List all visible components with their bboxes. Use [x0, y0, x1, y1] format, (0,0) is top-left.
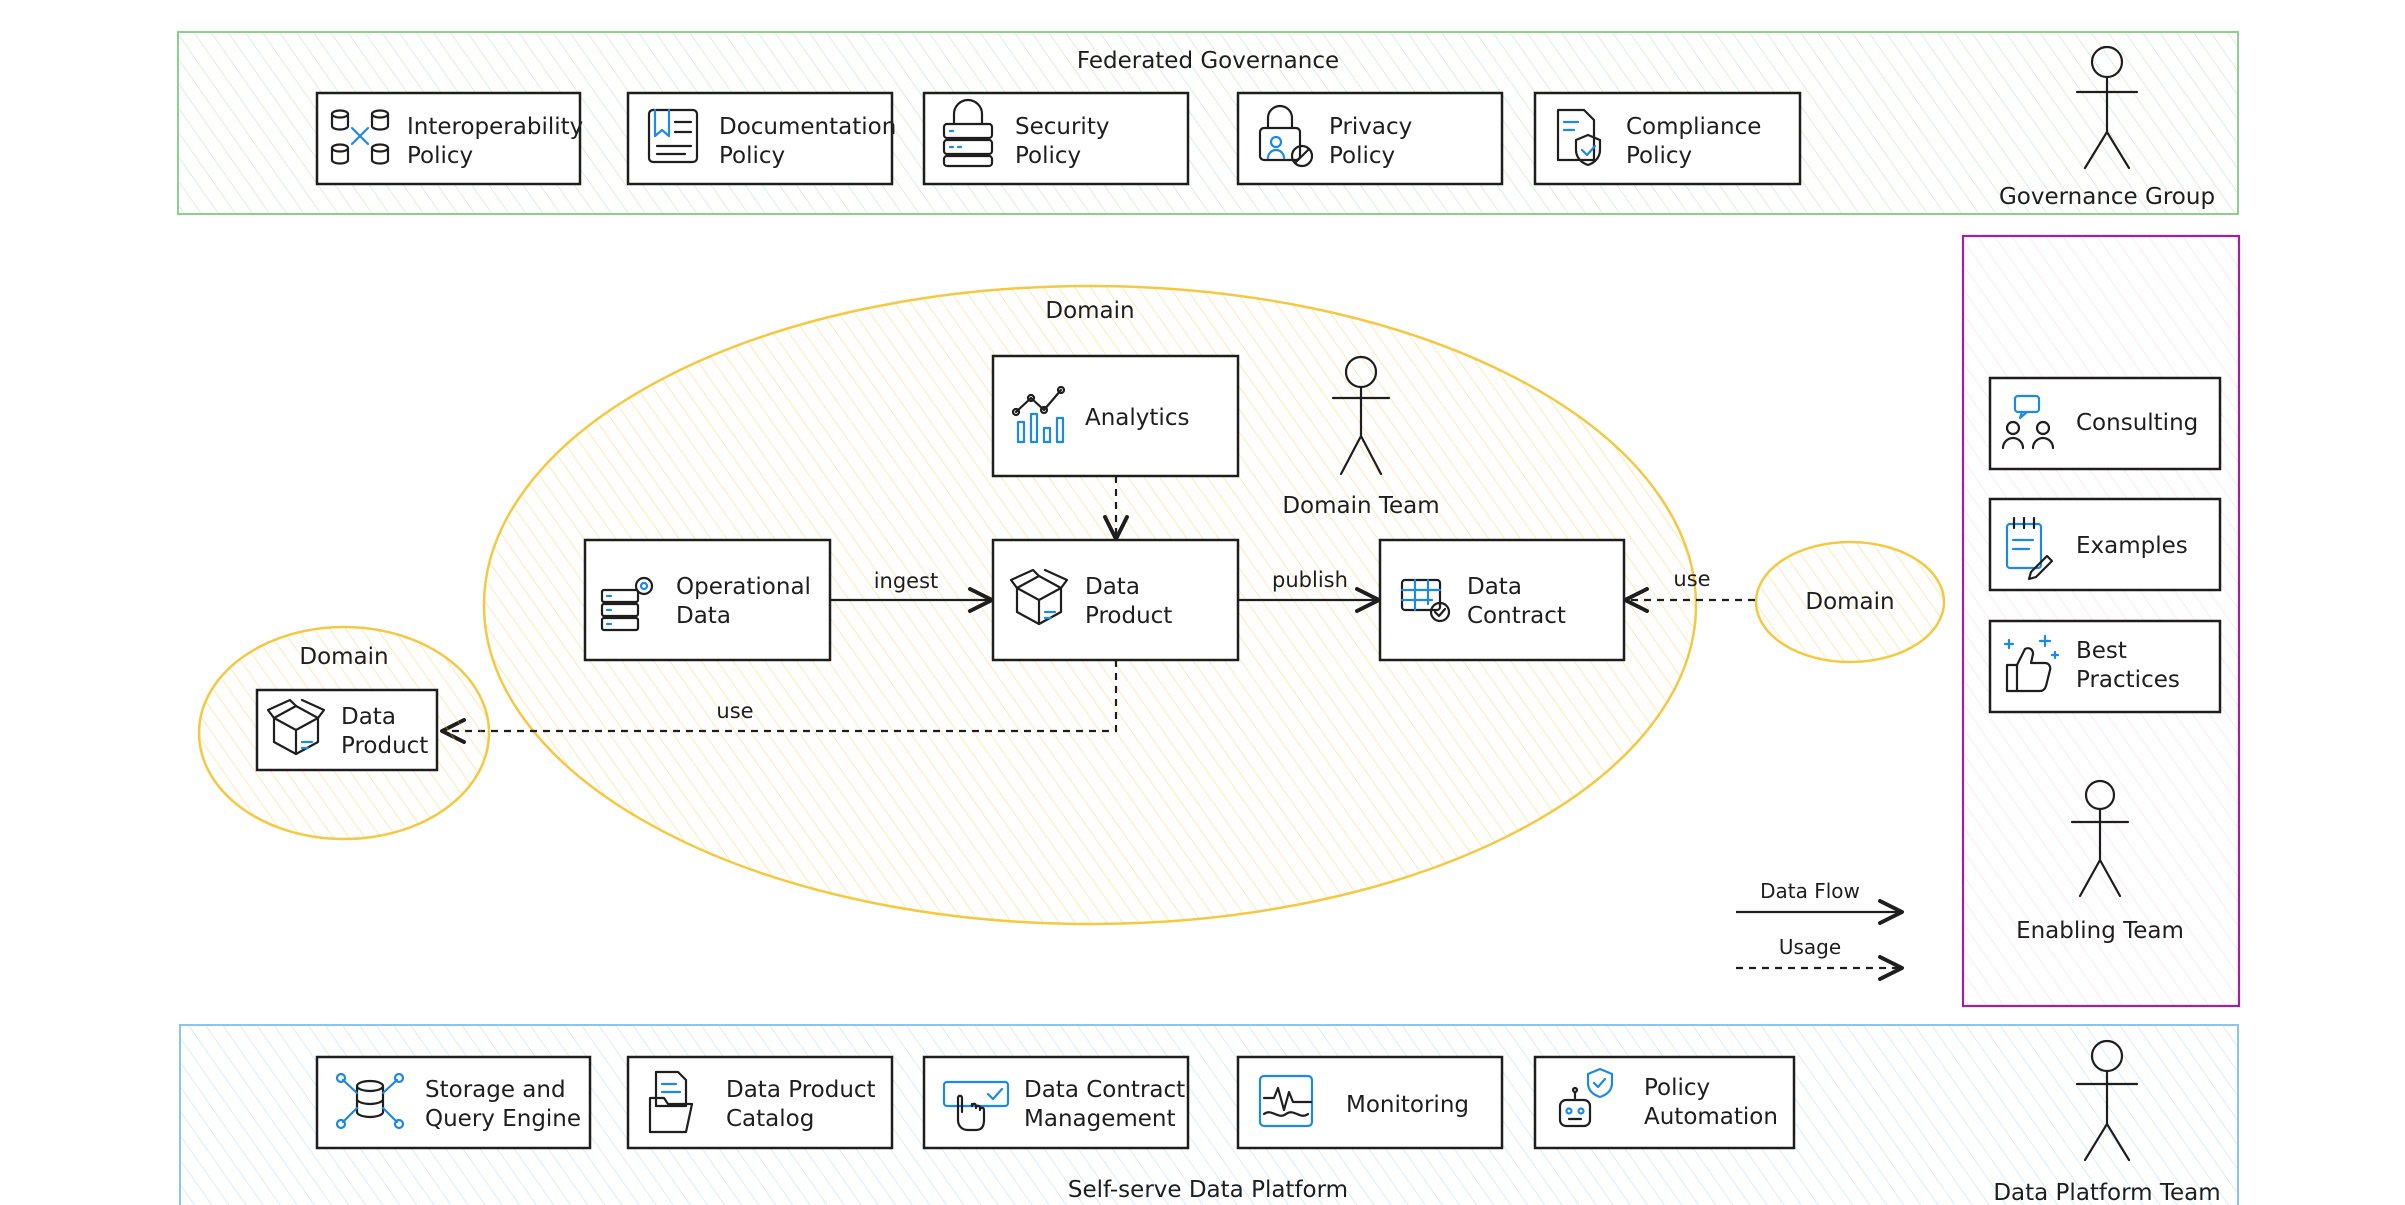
enabling-card-examples[interactable]: Examples: [1988, 497, 2222, 592]
policy-label-line1: Compliance: [1626, 114, 1761, 140]
service-card-catalog[interactable]: Data Product Catalog: [626, 1055, 894, 1150]
enabling-label-line2: Practices: [2076, 667, 2180, 693]
domain-team-label: Domain Team: [1282, 493, 1439, 519]
catalog-icon: [648, 1070, 694, 1134]
domain-left: Domain Data Product: [197, 625, 491, 841]
policy-label-line2: Policy: [1329, 143, 1395, 169]
enabling-actor-label: Enabling Team: [2016, 918, 2184, 944]
legend: Data Flow Usage: [1736, 879, 1904, 981]
operational-label-line1: Operational: [676, 574, 811, 600]
service-card-contract-management[interactable]: Data Contract Management: [922, 1055, 1190, 1150]
policy-card-security[interactable]: Security Policy: [922, 91, 1190, 186]
use-left-label: use: [716, 699, 753, 723]
ingest-label: ingest: [874, 569, 939, 593]
thumbs-up-icon: [2003, 634, 2060, 693]
platform-actor-label: Data Platform Team: [1993, 1180, 2220, 1205]
product-label-line2: Product: [1085, 603, 1172, 629]
policy-card-compliance[interactable]: Compliance Policy: [1533, 91, 1802, 186]
operational-data-node[interactable]: Operational Data: [583, 538, 832, 662]
policy-robot-icon: [1558, 1067, 1614, 1128]
data-product-left-node[interactable]: Data Product: [255, 688, 439, 772]
policy-label-line2: Policy: [1015, 143, 1081, 169]
use-right-label: use: [1673, 567, 1710, 591]
notepad-icon: [2005, 516, 2054, 581]
policy-label-line2: Policy: [1626, 143, 1692, 169]
product-label-line1: Data: [1085, 574, 1140, 600]
database-network-icon: [330, 109, 390, 165]
service-label-line2: Catalog: [726, 1106, 814, 1132]
policy-label-line2: Policy: [407, 143, 473, 169]
domain-right: Domain use: [1623, 540, 1946, 664]
policy-card-privacy[interactable]: Privacy Policy: [1236, 91, 1504, 186]
contract-label-line1: Data: [1467, 574, 1522, 600]
policy-card-documentation[interactable]: Documentation Policy: [626, 91, 896, 186]
data-platform-team-actor: [2075, 1039, 2139, 1162]
data-product-node[interactable]: Data Product: [991, 538, 1240, 662]
service-label-line1: Policy: [1644, 1075, 1710, 1101]
domain-left-title: Domain: [299, 644, 388, 670]
service-label-line2: Query Engine: [425, 1106, 581, 1132]
contract-table-icon: [1400, 578, 1451, 623]
service-label-line1: Monitoring: [1346, 1092, 1469, 1118]
policy-card-interoperability[interactable]: Interoperability Policy: [315, 91, 583, 186]
consulting-icon: [2001, 394, 2055, 450]
contract-label-line2: Contract: [1467, 603, 1566, 629]
domain-right-ellipse: [1754, 540, 1946, 664]
enabling-label-line1: Best: [2076, 638, 2127, 664]
enabling-card-best-practices[interactable]: Best Practices: [1988, 619, 2222, 714]
analytics-label: Analytics: [1085, 405, 1189, 431]
data-contract-node[interactable]: Data Contract: [1378, 538, 1626, 662]
service-label-line1: Data Product: [726, 1077, 876, 1103]
operational-label-line2: Data: [676, 603, 731, 629]
service-card-storage[interactable]: Storage and Query Engine: [315, 1055, 592, 1150]
domain-team-actor: [1331, 355, 1391, 476]
domain-main-title: Domain: [1045, 298, 1134, 324]
service-label-line2: Management: [1024, 1106, 1176, 1132]
enabling-label-line1: Examples: [2076, 533, 2188, 559]
analytics-node[interactable]: Analytics: [991, 354, 1240, 478]
policy-label-line1: Security: [1015, 114, 1109, 140]
platform-title: Self-serve Data Platform: [1068, 1177, 1348, 1203]
policy-label-line1: Privacy: [1329, 114, 1412, 140]
use-left-arrow: [440, 660, 1118, 744]
monitoring-icon: [1258, 1074, 1314, 1128]
privacy-lock-icon: [1258, 104, 1314, 168]
governance-group-actor: [2075, 45, 2139, 170]
enabling-label-line1: Consulting: [2076, 410, 2198, 436]
package-box-icon: [1009, 568, 1069, 626]
publish-label: publish: [1272, 568, 1348, 592]
service-card-policy-automation[interactable]: Policy Automation: [1533, 1055, 1796, 1150]
enabling-team-actor: [2070, 779, 2130, 898]
service-label-line1: Storage and: [425, 1077, 566, 1103]
domain-main: Domain Analytics Domain Team: [440, 284, 1698, 926]
lock-server-icon: [942, 98, 994, 168]
contract-management-icon: [942, 1080, 1010, 1132]
legend-usage-label: Usage: [1779, 935, 1841, 959]
service-card-monitoring[interactable]: Monitoring: [1236, 1055, 1504, 1150]
left-product-label-line2: Product: [341, 733, 428, 759]
policy-label-line2: Policy: [719, 143, 785, 169]
governance-band: Federated Governance Interoperability Po…: [177, 31, 2239, 215]
legend-data-flow-label: Data Flow: [1760, 879, 1860, 903]
service-label-line2: Automation: [1644, 1104, 1778, 1130]
package-box-icon: [266, 698, 326, 756]
enabling-band: Consulting Examples Best Practices: [1961, 234, 2241, 1008]
enabling-card-consulting[interactable]: Consulting: [1988, 376, 2222, 471]
policy-label-line1: Interoperability: [407, 114, 583, 140]
policy-label-line1: Documentation: [719, 114, 896, 140]
governance-actor-label: Governance Group: [1999, 184, 2215, 210]
domain-right-title: Domain: [1805, 589, 1894, 615]
analytics-chart-icon: [1011, 385, 1066, 444]
database-icon: [335, 1072, 405, 1130]
platform-band: Storage and Query Engine Data Product Ca…: [179, 1024, 2239, 1205]
compliance-shield-icon: [1556, 108, 1602, 167]
service-label-line1: Data Contract: [1024, 1077, 1185, 1103]
left-product-label-line1: Data: [341, 704, 396, 730]
server-gear-icon: [600, 576, 654, 632]
document-icon: [647, 108, 699, 164]
governance-title: Federated Governance: [1077, 48, 1339, 74]
